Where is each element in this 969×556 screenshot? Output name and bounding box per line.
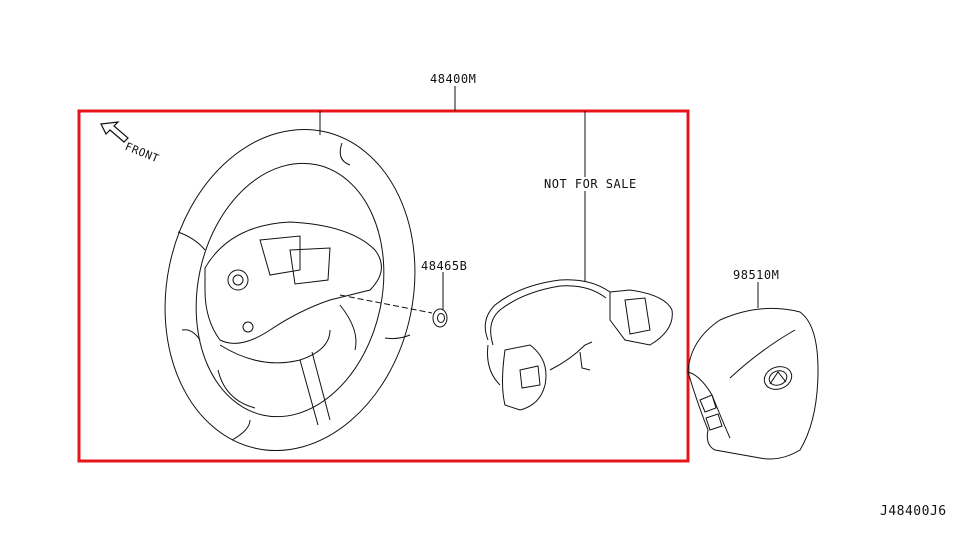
callout-not-for-sale: NOT FOR SALE [542, 177, 639, 191]
leader-dashed-wheel-nut [339, 294, 433, 314]
callout-48400m[interactable]: 48400M [430, 72, 477, 86]
callout-98510m[interactable]: 98510M [733, 268, 780, 282]
front-arrow-icon [100, 121, 129, 143]
steering-wheel-drawing[interactable] [136, 106, 444, 474]
assembly-highlight-box [77, 109, 690, 463]
switch-harness-drawing[interactable] [484, 279, 673, 411]
callout-48465b[interactable]: 48465B [421, 259, 468, 273]
airbag-module-drawing[interactable] [687, 307, 819, 460]
lock-nut-drawing[interactable] [432, 308, 448, 328]
diagram-code: J48400J6 [880, 504, 947, 519]
